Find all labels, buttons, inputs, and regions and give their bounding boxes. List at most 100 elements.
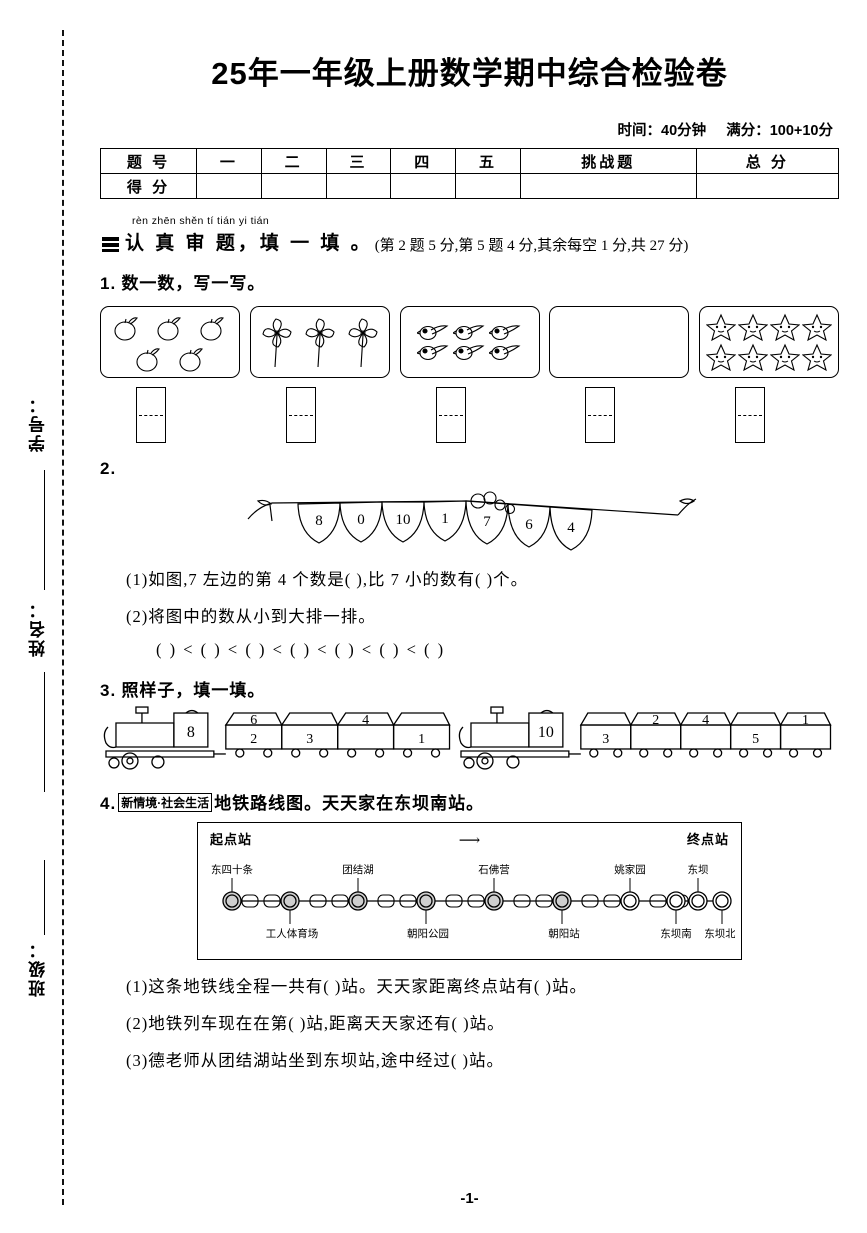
question-4-metro-figure: 起点站 ⟶ 终点站 bbox=[100, 822, 839, 960]
question-4-sub-2[interactable]: (2)地铁列车现在在第( )站,距离天天家还有( )站。 bbox=[126, 1014, 505, 1033]
metro-line-graphic: 东四十条 团结湖 石佛营 姚家园 东坝 工人体育场 朝阳公园 朝阳站 东坝南 东… bbox=[211, 863, 735, 940]
new-context-badge: 新情境·社会生活 bbox=[118, 793, 213, 812]
answer-slot bbox=[400, 387, 540, 443]
table-row-scores: 得 分 bbox=[100, 173, 840, 199]
exam-time: 时间：40分钟 bbox=[617, 123, 707, 139]
station-label-tuanjiehu: 团结湖 bbox=[342, 863, 374, 876]
train2-engine-number: 10 bbox=[537, 724, 553, 741]
metro-map: 起点站 ⟶ 终点站 bbox=[197, 822, 742, 960]
station-label-shifoying: 石佛营 bbox=[478, 863, 510, 876]
picture-box-pinwheels bbox=[249, 306, 390, 378]
write-box-1[interactable] bbox=[136, 387, 166, 443]
student-id-label: 学号： bbox=[29, 395, 48, 452]
score-cell-challenge[interactable] bbox=[519, 173, 697, 199]
class-rule[interactable] bbox=[44, 860, 45, 935]
station-label-chaoyanggongyuan: 朝阳公园 bbox=[407, 928, 449, 940]
score-cell-total[interactable] bbox=[695, 173, 840, 199]
score-cell-4[interactable] bbox=[390, 173, 457, 199]
train-first: 8 6 2 3 4 1 bbox=[103, 706, 451, 770]
train1-car1-bottom: 2 bbox=[250, 732, 257, 747]
picture-box-empty bbox=[549, 306, 690, 378]
question-2-bunting-figure: 8 0 10 1 7 6 4 bbox=[100, 485, 839, 553]
exam-sheet: 25年一年级上册数学期中综合检验卷 时间：40分钟 满分：100+10分 题 号… bbox=[72, 0, 867, 1233]
question-2-text: 2. bbox=[100, 459, 839, 479]
section-one-title: 认 真 审 题，填 一 填 。 bbox=[125, 233, 373, 254]
star-icon bbox=[738, 343, 768, 371]
empty-group bbox=[555, 312, 683, 372]
pinwheel-group bbox=[256, 312, 384, 372]
pear-icon bbox=[135, 347, 160, 372]
write-box-3[interactable] bbox=[435, 387, 466, 443]
star-group bbox=[705, 312, 833, 372]
train1-car4-bottom: 1 bbox=[418, 732, 425, 747]
score-table: 题 号 一 二 三 四 五 挑战题 总 分 得 分 bbox=[100, 148, 840, 199]
question-4-prompt: 地铁路线图。天天家在东坝南站。 bbox=[214, 794, 485, 813]
station-label-yaojiayuan: 姚家园 bbox=[614, 863, 646, 876]
station-label-gongrentiyuchang: 工人体育场 bbox=[266, 927, 319, 940]
score-col-4: 四 bbox=[390, 148, 457, 174]
class-label: 班级： bbox=[29, 940, 48, 997]
flag-value-3: 10 bbox=[395, 512, 410, 528]
exam-total-score: 满分：100+10分 bbox=[726, 123, 833, 139]
question-2-sub-1: (1)如图,7 左边的第 4 个数是( ),比 7 小的数有( )个。 bbox=[126, 570, 529, 589]
student-id-rule[interactable] bbox=[44, 470, 45, 590]
flag-value-1: 8 bbox=[315, 513, 323, 529]
page-number: -1- bbox=[460, 1190, 479, 1207]
star-icon bbox=[770, 313, 800, 341]
answer-slot bbox=[100, 387, 240, 443]
fold-dashed-line bbox=[62, 30, 64, 1205]
score-cell-3[interactable] bbox=[325, 173, 392, 199]
section-marker-icon bbox=[102, 237, 119, 252]
station-label-chaoyangzhan: 朝阳站 bbox=[548, 927, 580, 940]
question-1-text: 1. 数一数，写一写。 bbox=[100, 269, 839, 294]
pear-icon bbox=[178, 347, 203, 372]
score-col-challenge: 挑战题 bbox=[519, 148, 697, 174]
question-4-sub-1[interactable]: (1)这条地铁线全程一共有( )站。天天家距离终点站有( )站。 bbox=[126, 977, 587, 996]
bird-icon bbox=[452, 345, 484, 361]
bunting-flags: 8 0 10 1 7 6 4 bbox=[247, 491, 696, 551]
flag-value-5: 7 bbox=[483, 514, 491, 530]
score-table-row-label-2: 得 分 bbox=[100, 173, 197, 199]
picture-box-birds bbox=[399, 306, 540, 378]
write-box-2[interactable] bbox=[285, 387, 316, 443]
page-title: 25年一年级上册数学期中综合检验卷 bbox=[211, 56, 728, 91]
score-cell-2[interactable] bbox=[260, 173, 327, 199]
student-name-label: 姓名： bbox=[29, 600, 48, 657]
answer-slot bbox=[250, 387, 390, 443]
section-one-pinyin: rèn zhēn shěn tí tián yi tián bbox=[132, 215, 270, 227]
flag-value-4: 1 bbox=[441, 511, 449, 527]
star-icon bbox=[706, 313, 736, 341]
question-3-number: 3. bbox=[100, 681, 117, 700]
train2-car4-bottom: 5 bbox=[752, 732, 759, 747]
section-one-heading: rèn zhēn shěn tí tián yi tián 认 真 审 题，填 … bbox=[100, 215, 839, 255]
station-label-dongbanan: 东坝南 bbox=[660, 927, 692, 940]
question-1-answer-boxes bbox=[100, 387, 839, 443]
bird-icon bbox=[416, 325, 448, 341]
bird-group bbox=[406, 312, 534, 372]
train2-car5-top: 1 bbox=[802, 713, 809, 728]
score-cell-5[interactable] bbox=[455, 173, 521, 199]
write-box-4[interactable] bbox=[585, 387, 616, 443]
bird-icon bbox=[452, 325, 484, 341]
question-1-picture-boxes bbox=[100, 306, 839, 378]
score-cell-1[interactable] bbox=[196, 173, 262, 199]
write-box-5[interactable] bbox=[735, 387, 765, 443]
question-3-text: 3. 照样子，填一填。 bbox=[100, 676, 839, 701]
train-second: 10 3 2 4 5 1 bbox=[458, 706, 832, 770]
score-table-row-label: 题 号 bbox=[100, 148, 197, 174]
flag-value-7: 4 bbox=[567, 520, 575, 536]
pinwheel-icon bbox=[348, 318, 378, 368]
direction-arrow-icon: ⟶ bbox=[458, 833, 481, 849]
pear-icon bbox=[200, 316, 224, 341]
station-label-dongbabei: 东坝北 bbox=[704, 927, 735, 940]
train2-car1-bottom: 3 bbox=[602, 732, 609, 747]
pinwheel-icon bbox=[305, 318, 335, 368]
question-1-prompt: 数一数，写一写。 bbox=[121, 274, 266, 293]
question-1-number: 1. bbox=[100, 274, 117, 293]
answer-slot bbox=[549, 387, 689, 443]
left-margin-strip: 学号： 姓名： 班级： bbox=[0, 0, 72, 1233]
student-name-rule[interactable] bbox=[44, 672, 45, 792]
question-2-ordering-blanks[interactable]: ( ) < ( ) < ( ) < ( ) < ( ) < ( ) < ( ) bbox=[156, 640, 446, 659]
question-4-sub-3[interactable]: (3)德老师从团结湖站坐到东坝站,途中经过( )站。 bbox=[126, 1051, 504, 1070]
metro-end-label: 终点站 bbox=[686, 832, 729, 847]
